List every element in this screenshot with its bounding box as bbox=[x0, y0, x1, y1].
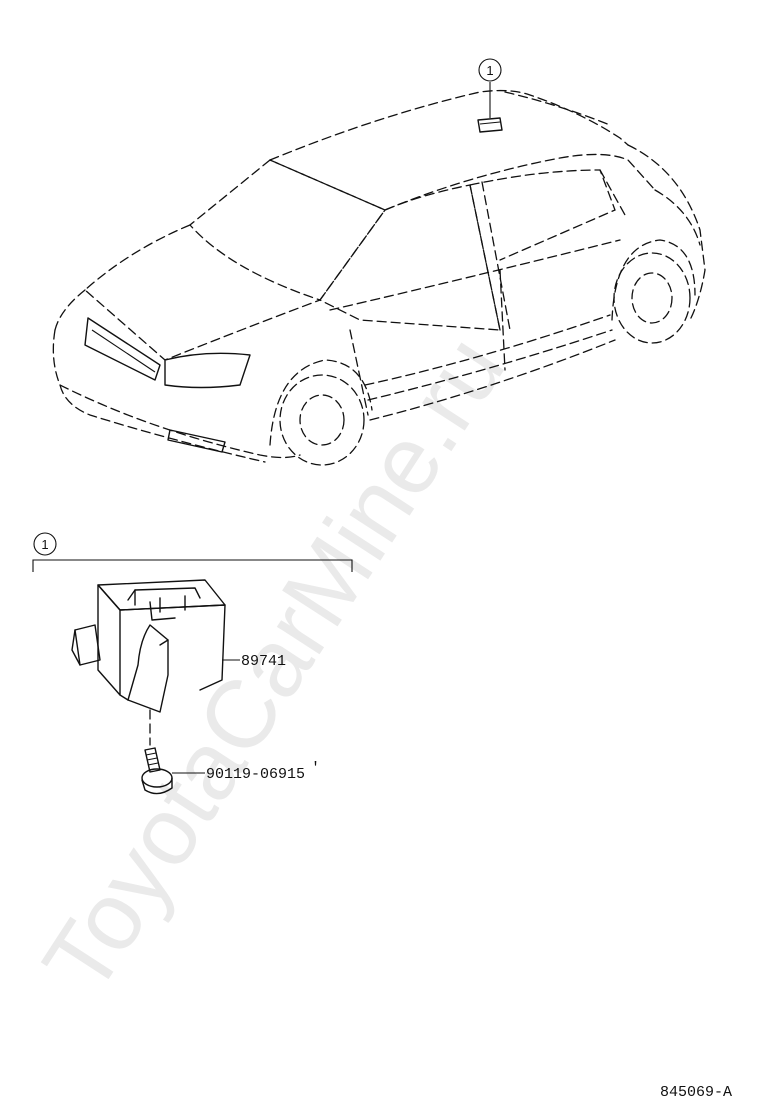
callout-1-top: 1 bbox=[478, 58, 502, 82]
svg-text:1: 1 bbox=[486, 63, 493, 78]
callout-1-group: 1 bbox=[32, 532, 353, 572]
svg-text:1: 1 bbox=[41, 537, 48, 552]
bolt-mark: ′ bbox=[311, 760, 320, 777]
diagram-code: 845069-A bbox=[660, 1084, 732, 1101]
label-90119-06915: 90119-06915 bbox=[206, 766, 305, 783]
car-illustration bbox=[52, 82, 706, 466]
label-89741: 89741 bbox=[241, 653, 286, 670]
bolt-90119-06915 bbox=[141, 747, 173, 795]
module-89741 bbox=[71, 579, 226, 746]
